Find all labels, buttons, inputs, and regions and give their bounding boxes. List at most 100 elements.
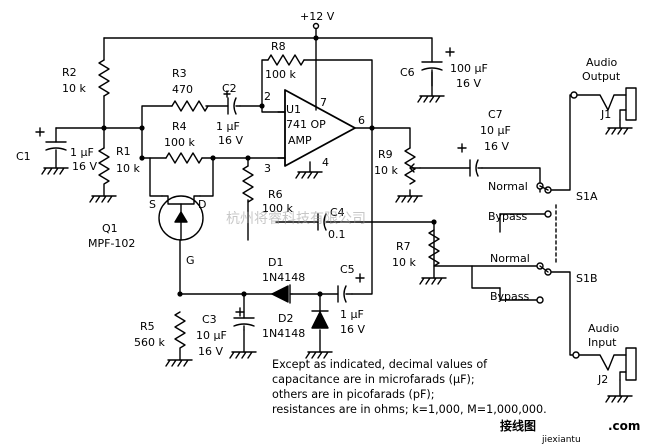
r5-resistor bbox=[174, 311, 186, 361]
q1-name: Q1 bbox=[102, 222, 118, 235]
pin-2: 2 bbox=[264, 90, 271, 103]
note-line-1: Except as indicated, decimal values of bbox=[272, 358, 488, 371]
c1-voltage: 16 V bbox=[72, 160, 97, 173]
c7-value: 10 µF bbox=[480, 124, 511, 137]
r1-name: R1 bbox=[116, 145, 131, 158]
watermark-logo: 接线图 bbox=[500, 418, 536, 433]
c6-name: C6 bbox=[400, 66, 415, 79]
c5-voltage: 16 V bbox=[340, 323, 365, 336]
c6-capacitor bbox=[421, 61, 443, 87]
c3-value: 10 µF bbox=[196, 329, 227, 342]
r8-name: R8 bbox=[271, 40, 286, 53]
u1-name: U1 bbox=[286, 103, 301, 116]
jfet-d: D bbox=[198, 198, 206, 211]
d1-name: D1 bbox=[268, 256, 283, 269]
s1a-name: S1A bbox=[576, 190, 598, 203]
c7-voltage: 16 V bbox=[484, 140, 509, 153]
c5-name: C5 bbox=[340, 263, 355, 276]
c2-name: C2 bbox=[222, 82, 237, 95]
r8-value: 100 k bbox=[265, 68, 296, 81]
watermark-domain: .com bbox=[608, 419, 640, 433]
c4-value: 0.1 bbox=[328, 228, 346, 241]
c2-value: 1 µF bbox=[216, 120, 240, 133]
r2-name: R2 bbox=[62, 66, 77, 79]
u1-amp: AMP bbox=[288, 134, 312, 147]
ground-symbols bbox=[41, 95, 633, 403]
j2-line1: Audio bbox=[588, 322, 620, 335]
d2-name: D2 bbox=[278, 312, 293, 325]
c5-value: 1 µF bbox=[340, 308, 364, 321]
pin-6: 6 bbox=[358, 114, 365, 127]
r9-name: R9 bbox=[378, 148, 393, 161]
d2-part: 1N4148 bbox=[262, 327, 305, 340]
s1a-bypass: Bypass bbox=[488, 210, 528, 223]
c3-voltage: 16 V bbox=[198, 345, 223, 358]
c4-name: C4 bbox=[330, 206, 345, 219]
r3-value: 470 bbox=[172, 83, 193, 96]
r7-resistor bbox=[428, 229, 440, 279]
c4-capacitor bbox=[317, 213, 331, 231]
j1-name: J1 bbox=[600, 108, 611, 121]
pin-3: 3 bbox=[264, 162, 271, 175]
r2-value: 10 k bbox=[62, 82, 86, 95]
switch-s1b bbox=[536, 262, 552, 304]
r4-resistor bbox=[165, 152, 203, 164]
c3-capacitor bbox=[233, 317, 255, 331]
r4-value: 100 k bbox=[164, 136, 195, 149]
op-amp-u1 bbox=[277, 89, 356, 167]
r9-wiper-arrow bbox=[409, 163, 421, 173]
jfet-g: G bbox=[186, 254, 195, 267]
r6-resistor bbox=[242, 165, 254, 203]
resistors bbox=[98, 54, 440, 361]
r1-resistor bbox=[98, 147, 110, 197]
c6-value: 100 µF bbox=[450, 62, 488, 75]
c7-capacitor bbox=[469, 159, 483, 177]
q1-part: MPF-102 bbox=[88, 237, 135, 250]
s1a-normal: Normal bbox=[488, 180, 528, 193]
c1-value: 1 µF bbox=[70, 146, 94, 159]
note-line-2: capacitance are in microfarads (µF); bbox=[272, 373, 475, 386]
c6-voltage: 16 V bbox=[456, 77, 481, 90]
c3-name: C3 bbox=[202, 313, 217, 326]
jfet-q1 bbox=[158, 195, 204, 241]
j1-line2: Output bbox=[582, 70, 621, 83]
supply-terminal bbox=[312, 22, 320, 30]
s1b-normal: Normal bbox=[490, 252, 530, 265]
note-line-4: resistances are in ohms; k=1,000, M=1,00… bbox=[272, 403, 547, 416]
watermark-site: jiexiantu bbox=[541, 435, 581, 444]
c2-voltage: 16 V bbox=[218, 134, 243, 147]
c1-capacitor bbox=[45, 141, 67, 169]
jfet-s: S bbox=[149, 198, 156, 211]
u1-type: 741 OP bbox=[286, 118, 326, 131]
d2-diode bbox=[311, 310, 329, 329]
j2-name: J2 bbox=[597, 373, 608, 386]
labels: +12 V R2 10 k R3 470 R8 100 k C2 1 µF 16… bbox=[16, 10, 640, 444]
r6-name: R6 bbox=[268, 188, 283, 201]
d1-diode bbox=[271, 284, 291, 304]
jack-j1 bbox=[570, 87, 637, 121]
j1-line1: Audio bbox=[586, 56, 618, 69]
polarity-marks bbox=[35, 47, 467, 317]
r3-name: R3 bbox=[172, 67, 187, 80]
junction-dots bbox=[101, 35, 437, 297]
r5-name: R5 bbox=[140, 320, 155, 333]
switch-s1a bbox=[536, 182, 552, 218]
c5-capacitor bbox=[337, 285, 353, 303]
s1b-name: S1B bbox=[576, 272, 598, 285]
d1-part: 1N4148 bbox=[262, 271, 305, 284]
jack-j2 bbox=[572, 347, 637, 381]
r9-value: 10 k bbox=[374, 164, 398, 177]
supply-label: +12 V bbox=[300, 10, 335, 23]
r7-value: 10 k bbox=[392, 256, 416, 269]
capacitors bbox=[45, 61, 483, 331]
s1b-bypass: Bypass bbox=[490, 290, 530, 303]
pin-7: 7 bbox=[320, 96, 327, 109]
note-line-3: others are in picofarads (pF); bbox=[272, 388, 435, 401]
r1-value: 10 k bbox=[116, 162, 140, 175]
r9-resistor bbox=[404, 147, 416, 185]
diodes bbox=[271, 284, 329, 329]
r6-value: 100 k bbox=[262, 202, 293, 215]
r2-resistor bbox=[98, 59, 110, 97]
